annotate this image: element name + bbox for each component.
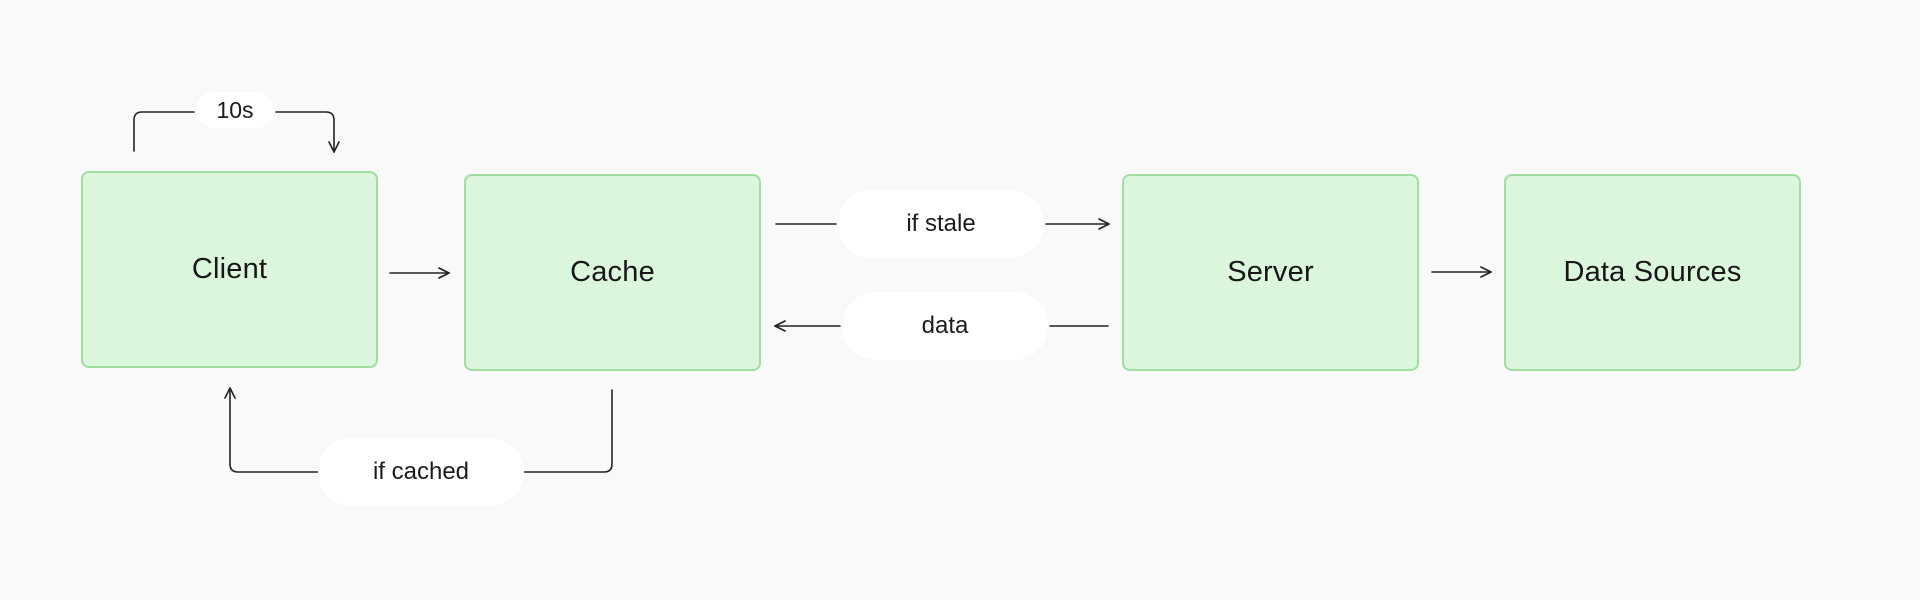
- data-text: data: [921, 312, 969, 339]
- server-label: Server: [1227, 256, 1314, 288]
- if-cached-label: if cached: [318, 438, 524, 506]
- refresh-interval-label: 10s: [196, 92, 274, 128]
- if-stale-text: if stale: [906, 210, 976, 237]
- data-label: data: [842, 292, 1048, 360]
- server-node: Server: [1122, 174, 1419, 371]
- cache-label: Cache: [570, 256, 655, 288]
- data-sources-node: Data Sources: [1504, 174, 1801, 371]
- if-stale-label: if stale: [838, 190, 1044, 258]
- refresh-interval-text: 10s: [216, 96, 254, 123]
- cache-to-client-arrow: [230, 388, 613, 473]
- client-node: Client: [81, 171, 378, 368]
- cache-node: Cache: [464, 174, 761, 371]
- data-sources-label: Data Sources: [1563, 256, 1742, 288]
- if-cached-text: if cached: [372, 458, 470, 485]
- refresh-loop-arrow: [133, 111, 334, 152]
- client-label: Client: [191, 253, 268, 285]
